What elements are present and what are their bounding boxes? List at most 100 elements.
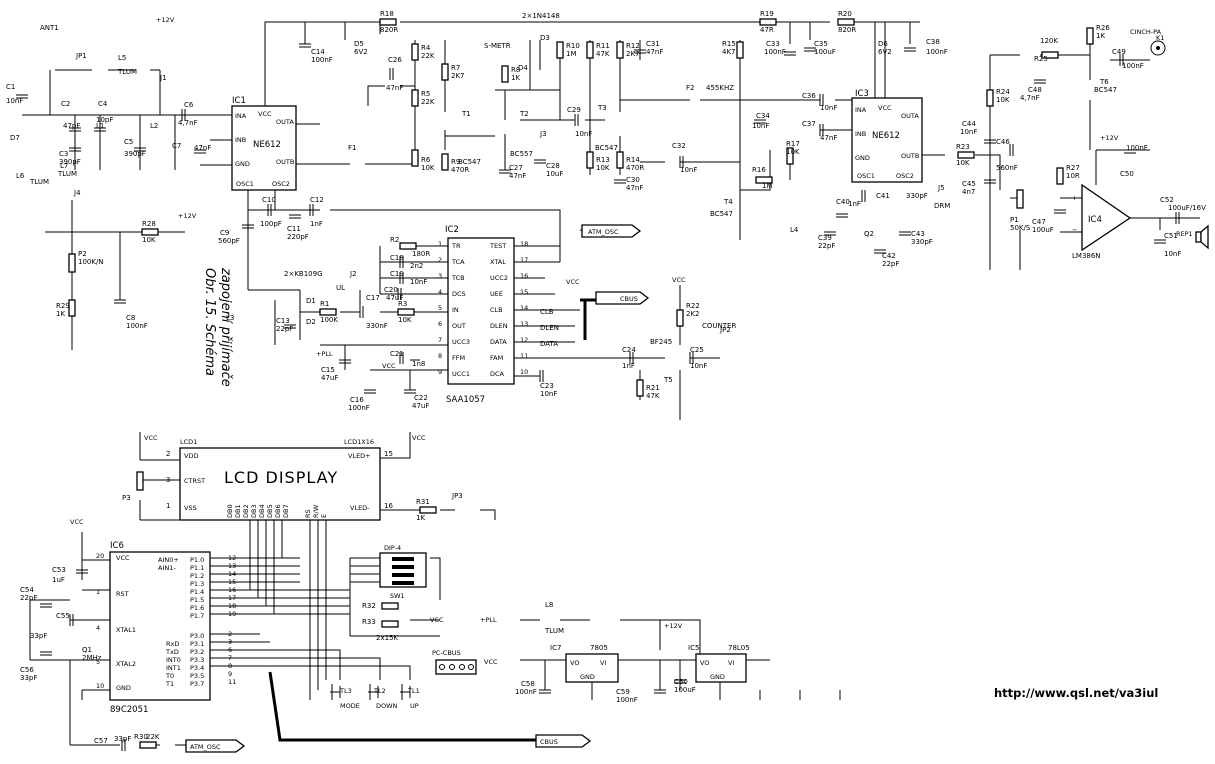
inductors-l1: L1 xyxy=(96,122,104,130)
r11-value: 47K xyxy=(596,50,610,58)
button-mode[interactable]: TL3 MODE xyxy=(330,684,360,710)
components: R18820RR422KR72K7R522KR610KR9470RR81KR10… xyxy=(6,10,1206,751)
p2-potentiometer[interactable] xyxy=(68,253,76,273)
c60-value: 100uF xyxy=(674,686,696,694)
c55-capacitor xyxy=(69,614,74,626)
c17-ref: C17 xyxy=(366,294,380,302)
source-url: http://www.qsl.net/va3iul xyxy=(994,686,1158,700)
lcd-pin-ctrst: CTRST xyxy=(184,477,205,485)
semis-t3: T3 xyxy=(597,104,607,112)
ic1-pin-ina: INA xyxy=(235,112,247,120)
pc-cbus-connector[interactable]: PC-CBUS xyxy=(432,649,477,675)
r22-value: 2K2 xyxy=(686,310,700,318)
c24-value: 1nF xyxy=(622,362,635,370)
rail-vcc-6: VCC xyxy=(672,276,686,284)
ic2-pin-uee: UEE xyxy=(490,290,503,298)
c39-value: 22pF xyxy=(818,242,835,250)
dip-switch[interactable]: DIP-4 SW1 xyxy=(379,544,427,600)
c43-value: 330pF xyxy=(911,238,933,246)
r32-resistor xyxy=(381,602,399,610)
ic6-pinnum-l3: 5 xyxy=(96,658,100,666)
r4-value: 22K xyxy=(421,52,435,60)
ic6-pin-xtal1: XTAL1 xyxy=(116,626,136,634)
p3-potentiometer[interactable] xyxy=(136,471,144,491)
down-label: DOWN xyxy=(376,702,398,710)
c10-capacitor xyxy=(267,204,272,216)
figure-caption: Obr. 15. Schéma zapojení přijímače xyxy=(202,267,233,387)
c47-ref: C47 xyxy=(1032,218,1046,226)
r5-resistor xyxy=(411,89,419,107)
ic2-pll-synth: IC2 SAA1057 TR1TCA2TCB3DCS4IN5OUT6UCC37F… xyxy=(438,225,528,405)
ic2-pinnum-r1: 17 xyxy=(520,256,528,264)
lcd-pin-label-2: DB2 xyxy=(242,504,250,518)
ic6-p3-0: P3.0 xyxy=(190,632,204,640)
semis-d6: D6 xyxy=(878,40,888,48)
ic6-p3-6: P3.7 xyxy=(190,680,204,688)
ic7-regulator: IC7 7805 VO VI GND xyxy=(550,644,619,683)
c57-capacitor xyxy=(121,739,126,751)
p3-ref: P3 xyxy=(122,494,131,502)
r33-ref: R33 xyxy=(362,618,376,626)
semis-t5v: BF245 xyxy=(650,338,672,346)
c23-capacitor xyxy=(539,370,544,382)
ic1-part: NE612 xyxy=(253,140,281,150)
r9-value: 470R xyxy=(451,166,469,174)
c19-ref: C19 xyxy=(390,270,404,278)
r15-ref: R15 xyxy=(722,40,736,48)
lcd-n2: 2 xyxy=(166,450,170,458)
cinch-label: CINCH-PA xyxy=(1130,28,1162,36)
lcd-pin-label-6: DB6 xyxy=(274,504,282,518)
ic2-pin-test: TEST xyxy=(489,242,506,250)
lcd-pin-db4: DB4 xyxy=(258,504,266,518)
r24-resistor xyxy=(986,89,994,107)
tl3-label: TL3 xyxy=(339,687,352,695)
c34-ref: C34 xyxy=(756,112,770,120)
semis-t6v: BC547 xyxy=(1094,86,1117,94)
lcd-n16: 16 xyxy=(384,502,393,510)
r19-value: 47R xyxy=(760,26,774,34)
c17-value: 330nF xyxy=(366,322,388,330)
misc-dlen: DLEN xyxy=(540,324,559,332)
tl1-label: TL1 xyxy=(407,687,420,695)
c53-value: 1uF xyxy=(52,576,65,584)
c27-ref: C27 xyxy=(509,164,523,172)
r3-value: 10K xyxy=(398,316,412,324)
r25-value: 120K xyxy=(1040,37,1058,45)
ic6-p1-0: P1.0 xyxy=(190,556,204,564)
r17-value: 10K xyxy=(786,148,800,156)
r23-value: 10K xyxy=(956,159,970,167)
button-down[interactable]: TL2 DOWN xyxy=(368,684,398,710)
rail-v12-1: +12V xyxy=(178,212,197,220)
lcd-pin-db2: DB2 xyxy=(242,504,250,518)
ic7-part: 7805 xyxy=(590,644,608,652)
c54-ref: C54 xyxy=(20,586,34,594)
p1-potentiometer[interactable] xyxy=(1016,189,1024,209)
semis-smeter: S-METR xyxy=(484,42,511,50)
c47-capacitor xyxy=(1054,209,1066,214)
c35-value: 100uF xyxy=(814,48,836,56)
jumpers-j4: J4 xyxy=(73,189,81,197)
c38-capacitor xyxy=(904,47,916,52)
cinch-connector[interactable]: CINCH-PA K1 xyxy=(1130,28,1166,56)
ic6-alt-2: INT0 xyxy=(166,656,181,664)
c28-value: 10uF xyxy=(546,170,563,178)
ic2-pin-fam: FAM xyxy=(490,354,503,362)
button-up[interactable]: TL1 UP xyxy=(400,684,420,710)
c16-ref: C16 xyxy=(350,396,364,404)
lcd-pin-label-0: DB0 xyxy=(226,504,234,518)
ic2-pin-ffm: FFM xyxy=(452,354,465,362)
jumpers-j2: J2 xyxy=(349,270,357,278)
c54-capacitor xyxy=(40,603,52,608)
ic2-pinnum-l0: 1 xyxy=(438,240,442,248)
c2-ref: C2 xyxy=(61,100,70,108)
lcd-pin-rs: RS xyxy=(304,509,312,518)
ic2-pinnum-r4: 14 xyxy=(520,304,528,312)
ic2-pinnum-r5: 13 xyxy=(520,320,528,328)
ic2-ref: IC2 xyxy=(445,225,459,235)
lcd-display-module: LCD1 LCD1X16 LCD DISPLAY VDD CTRST VSS V… xyxy=(179,438,381,521)
ic1-pin-vcc: VCC xyxy=(258,110,272,118)
c49-ref: C49 xyxy=(1112,48,1126,56)
ic2-pin-ucc2: UCC2 xyxy=(490,274,508,282)
r7-resistor xyxy=(441,63,449,81)
ic6-p3-2: P3.2 xyxy=(190,648,204,656)
